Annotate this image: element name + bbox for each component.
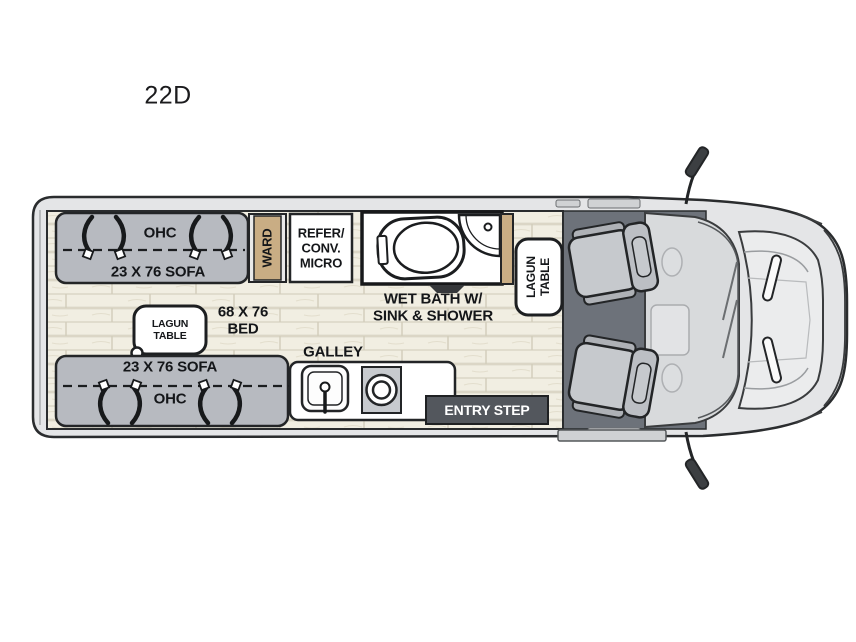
label-galley: GALLEY	[303, 343, 363, 361]
headlight-line	[795, 212, 823, 424]
label-bed: 68 X 76 BED	[217, 303, 269, 338]
sink	[300, 364, 350, 414]
floorplan-model-number: 22D	[144, 81, 192, 110]
front-bumper-line	[823, 229, 846, 407]
faucet-icon	[483, 222, 493, 232]
side-mirror-top	[684, 146, 710, 205]
cab-seat-bottom	[567, 334, 660, 419]
label-lagun-table-front: LAGUN TABLE	[524, 256, 552, 298]
mirror-head	[684, 146, 710, 178]
label-ohc-top: OHC	[143, 224, 177, 242]
bath-side-cabinet	[500, 213, 514, 285]
label-lagun-table-mid: LAGUN TABLE	[151, 317, 189, 342]
center-console	[650, 304, 690, 356]
seatbelt-icon	[97, 378, 143, 426]
galley-counter	[288, 360, 457, 422]
cab-seat-top	[567, 221, 660, 306]
cab-front	[644, 211, 846, 429]
label-refer-micro: REFER/ CONV. MICRO	[297, 225, 345, 271]
hood-vent	[762, 336, 782, 384]
entry-step	[425, 395, 549, 425]
label-sofa-top: 23 X 76 SOFA	[110, 263, 206, 281]
hood	[737, 230, 824, 410]
refrigerator-micro-cabinet	[288, 212, 354, 284]
cooktop	[361, 366, 402, 414]
bath-threshold	[429, 285, 465, 293]
label-entry-step: ENTRY STEP	[444, 401, 530, 418]
label-ohc-bottom: OHC	[153, 390, 187, 408]
mirror-head	[684, 458, 710, 490]
wet-bath	[360, 210, 504, 293]
corner-sink	[457, 213, 502, 258]
label-wardrobe: WARD	[259, 228, 275, 268]
seatbelt-icon	[188, 214, 234, 261]
entry-door-exterior-step	[557, 429, 667, 442]
wardrobe-cabinet	[248, 213, 287, 283]
seatbelt-icon	[197, 378, 243, 426]
roof-detail	[587, 198, 641, 209]
toilet	[376, 215, 466, 281]
lagun-table-front	[514, 237, 564, 317]
dash-detail	[661, 247, 683, 277]
label-wet-bath: WET BATH W/ SINK & SHOWER	[373, 290, 493, 325]
seatbelt-icon	[81, 214, 127, 261]
roof-detail	[555, 199, 581, 208]
hood-vent	[762, 254, 782, 302]
side-mirror-bottom	[684, 431, 710, 490]
wiper-icon	[722, 261, 738, 359]
dash-detail	[661, 363, 683, 393]
sofa-bottom	[54, 354, 290, 428]
label-sofa-bottom: 23 X 76 SOFA	[122, 358, 218, 376]
